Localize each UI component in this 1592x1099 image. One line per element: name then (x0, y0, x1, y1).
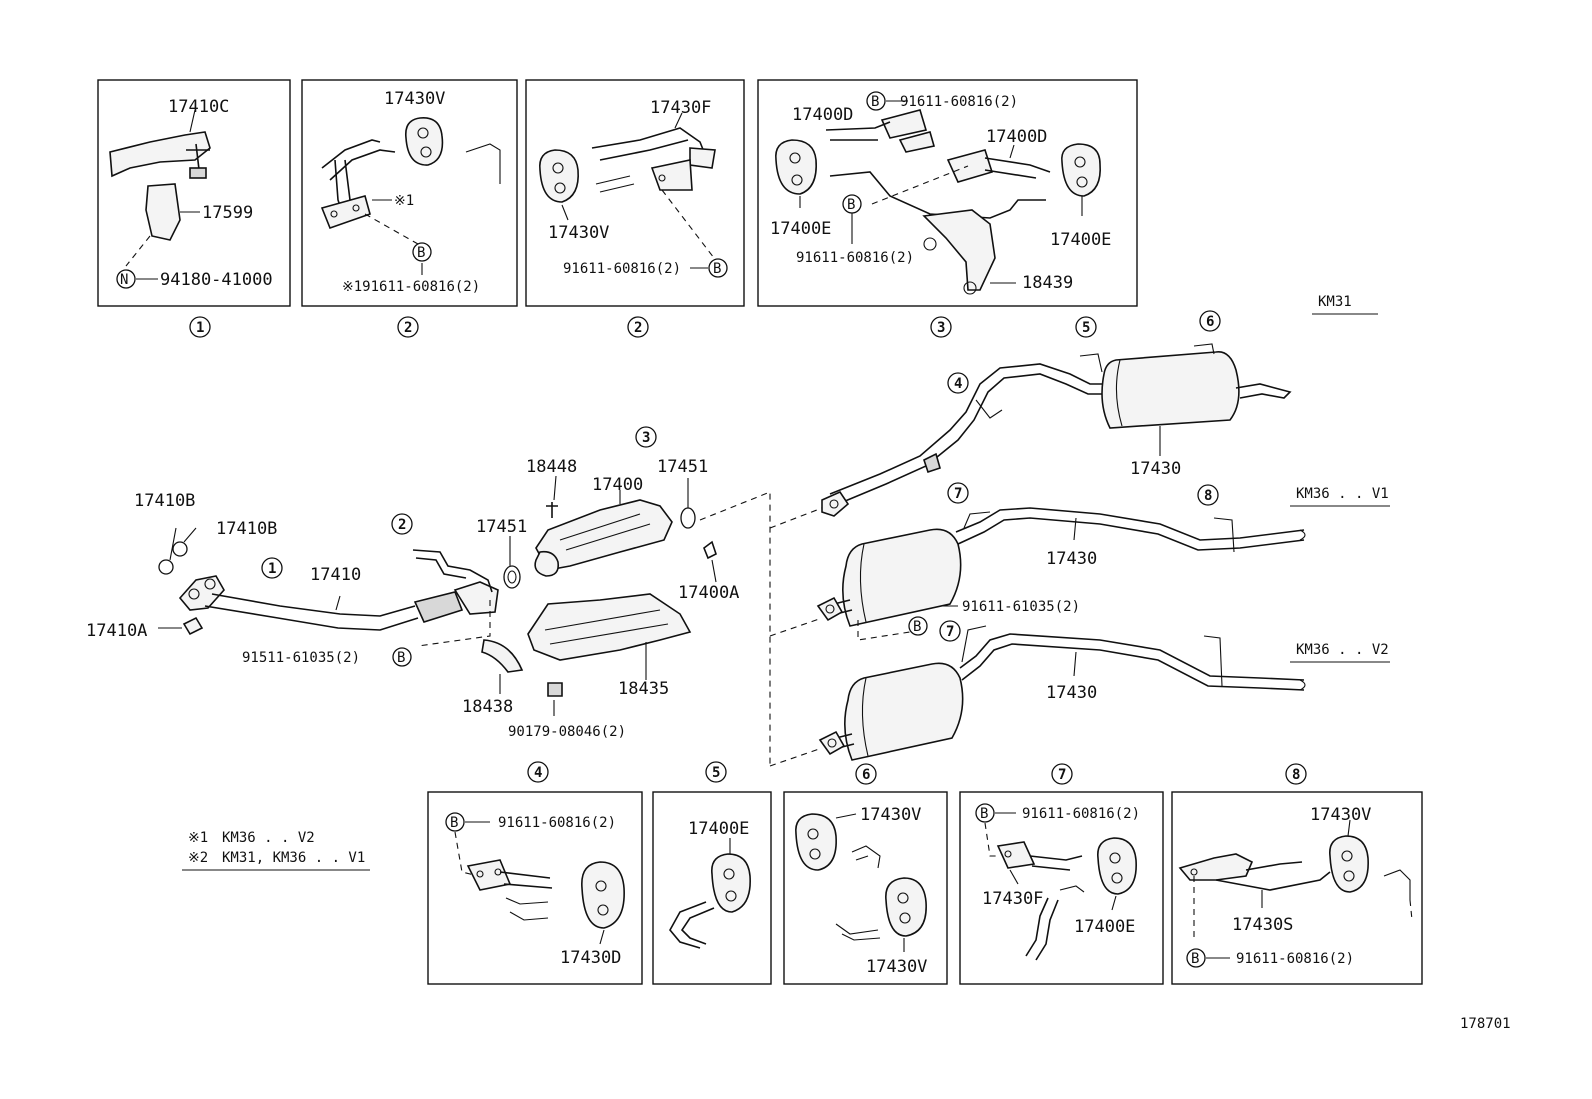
detail-box-5: 17400E (652, 791, 772, 985)
label-17400D-3b: 17400D (986, 127, 1047, 147)
detail-box-7: B 91611-60816(2) 17430F 17400E (959, 791, 1164, 985)
label-17430F-7: 17430F (982, 889, 1043, 909)
km31-tail-pipe: 4 5 6 17430 KM31 (821, 294, 1378, 517)
detail-box-6: 17430V 17430V (783, 791, 948, 985)
note-2-mark: ※2 (188, 850, 208, 866)
detail-box-1: N 17410C 17599 94180-41000 (97, 79, 291, 307)
index-2-top-a: 2 (404, 320, 412, 336)
note-mark-1: ※1 (394, 193, 414, 209)
detail-box-4: B 91611-60816(2) 17430D (427, 791, 643, 985)
label-17430V-2a: 17430V (384, 89, 445, 109)
label-17430V-8: 17430V (1310, 805, 1371, 825)
bolt-symbol-v1: B (913, 619, 921, 635)
index-5-bottom: 5 (712, 765, 720, 781)
index-4-bottom: 4 (534, 765, 542, 781)
bolt-symbol-3b: B (847, 197, 855, 213)
label-17430V-6b: 17430V (866, 957, 927, 977)
index-8-v1: 8 (1204, 488, 1212, 504)
index-5-km31: 5 (1082, 320, 1090, 336)
detail-box-2a: B 17430V ※1 ※191611-60816(2) (301, 79, 518, 307)
index-1-main: 1 (268, 561, 276, 577)
label-17400: 17400 (592, 475, 643, 495)
index-3-main: 3 (642, 430, 650, 446)
index-7-v1: 7 (954, 486, 962, 502)
label-17451-1: 17451 (476, 517, 527, 537)
label-94180-41000: 94180-41000 (160, 270, 273, 290)
index-2-main: 2 (398, 517, 406, 533)
connector-lines (699, 491, 823, 767)
top-index-markers: 1 2 2 3 (189, 316, 952, 338)
index-6-km31: 6 (1206, 314, 1214, 330)
label-17430-v2: 17430 (1046, 683, 1097, 703)
km36-v1-tail-pipe: B 7 8 17430 91611-61035(2) KM36 . . V1 (816, 482, 1390, 641)
label-17400E-5: 17400E (688, 819, 749, 839)
bolt-symbol-7: B (980, 806, 988, 822)
label-91611-61035: 91611-61035(2) (962, 599, 1080, 615)
label-18439: 18439 (1022, 273, 1073, 293)
model-label-km36-v2: KM36 . . V2 (1296, 642, 1389, 658)
note-2-text: KM31, KM36 . . V1 (222, 850, 365, 866)
km36-v2-tail-pipe: 7 17430 KM36 . . V2 (818, 620, 1390, 761)
bolt-symbol-front: B (397, 650, 405, 666)
label-17400A: 17400A (678, 583, 739, 603)
label-17430-km31: 17430 (1130, 459, 1181, 479)
label-91611-60816-7: 91611-60816(2) (1022, 806, 1140, 822)
bolt-symbol-8: B (1191, 951, 1199, 967)
label-17451-2: 17451 (657, 457, 708, 477)
converter-assembly: 3 18448 17400 17451 17451 17400A 18435 1… (462, 426, 739, 740)
note-1-mark: ※1 (188, 830, 208, 846)
label-17430D: 17430D (560, 948, 621, 968)
front-pipe-assembly: B 1 2 17410B 17410B 17410A 17410 91511-6… (86, 491, 499, 667)
index-7-v2: 7 (946, 624, 954, 640)
index-8-bottom: 8 (1292, 767, 1300, 783)
index-2-top-b: 2 (634, 320, 642, 336)
detail-box-2b: B 17430F 17430V 91611-60816(2) (525, 79, 745, 307)
diagram-id: 178701 (1460, 1016, 1511, 1032)
label-91611-60816-3b: 91611-60816(2) (796, 250, 914, 266)
label-17430-v1: 17430 (1046, 549, 1097, 569)
label-18435: 18435 (618, 679, 669, 699)
label-17430F-2b: 17430F (650, 98, 711, 118)
label-17599: 17599 (202, 203, 253, 223)
index-6-bottom: 6 (862, 767, 870, 783)
label-91611-60816-2b: 91611-60816(2) (563, 261, 681, 277)
label-18438: 18438 (462, 697, 513, 717)
index-7-bottom: 7 (1058, 767, 1066, 783)
notes-legend: ※1 KM36 . . V2 ※2 KM31, KM36 . . V1 (182, 830, 370, 871)
label-17410A: 17410A (86, 621, 147, 641)
label-18448: 18448 (526, 457, 577, 477)
label-17410C: 17410C (168, 97, 229, 117)
detail-box-8: B 17430V 17430S 91611-60816(2) (1171, 791, 1423, 985)
label-91611-60816-4: 91611-60816(2) (498, 815, 616, 831)
label-17430V-6a: 17430V (860, 805, 921, 825)
detail-box-3: B B 91611-60816(2) 17400D 17400D 17400E … (757, 79, 1138, 307)
label-17430S: 17430S (1232, 915, 1293, 935)
bolt-symbol-2a: B (417, 245, 425, 261)
bottom-index-markers: 4 5 6 7 8 (527, 761, 1307, 785)
label-17410: 17410 (310, 565, 361, 585)
label-17410B-2: 17410B (216, 519, 277, 539)
model-label-km31: KM31 (1318, 294, 1352, 310)
index-3-top: 3 (937, 320, 945, 336)
label-17400D-3a: 17400D (792, 105, 853, 125)
label-17410B-1: 17410B (134, 491, 195, 511)
label-91611-60816-2a: ※191611-60816(2) (342, 279, 480, 295)
index-4-km31: 4 (954, 376, 962, 392)
label-17430V-2b: 17430V (548, 223, 609, 243)
bolt-symbol-2b: B (713, 261, 721, 277)
model-label-km36-v1: KM36 . . V1 (1296, 486, 1389, 502)
label-17400E-3b: 17400E (1050, 230, 1111, 250)
label-90179-08046: 90179-08046(2) (508, 724, 626, 740)
label-91511-61035: 91511-61035(2) (242, 650, 360, 666)
index-1-top: 1 (196, 320, 204, 336)
label-91611-60816-8: 91611-60816(2) (1236, 951, 1354, 967)
label-91611-60816-3a: 91611-60816(2) (900, 94, 1018, 110)
bolt-symbol-4: B (450, 815, 458, 831)
label-17400E-7: 17400E (1074, 917, 1135, 937)
nut-symbol: N (120, 272, 128, 288)
note-1-text: KM36 . . V2 (222, 830, 315, 846)
bolt-symbol-3a: B (871, 94, 879, 110)
label-17400E-3a: 17400E (770, 219, 831, 239)
